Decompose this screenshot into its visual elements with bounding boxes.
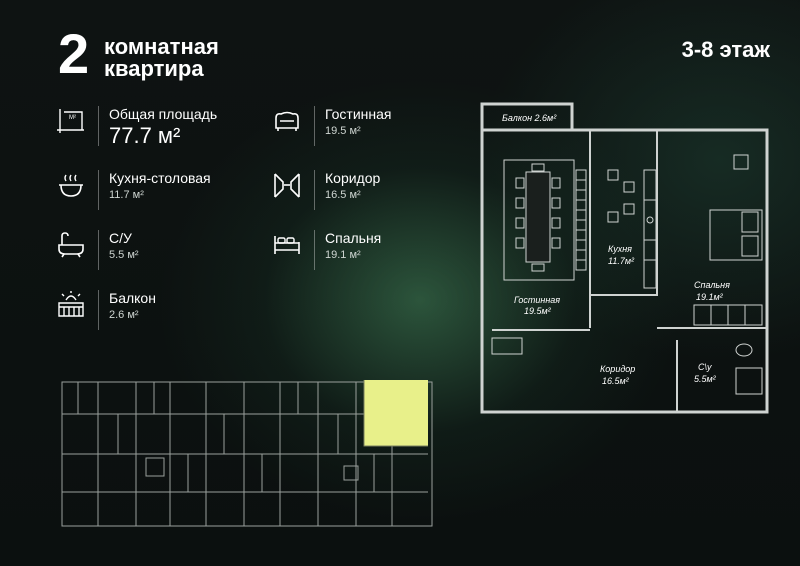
- stat-value: 16.5 м²: [325, 189, 361, 201]
- stat-divider: [314, 106, 315, 146]
- plan-label-balcony: Балкон 2.6м²: [502, 113, 557, 123]
- title-line-1: комнатная: [104, 34, 219, 59]
- stat-divider: [314, 230, 315, 270]
- plan-label-bedroom: Спальня: [694, 280, 730, 290]
- stat-value: 77.7 м²: [109, 123, 181, 148]
- balcony-icon: [58, 291, 84, 317]
- stat-kitchen: Кухня-столовая 11.7 м²: [56, 170, 211, 210]
- stat-value: 19.5 м²: [325, 125, 361, 137]
- plan-area-corridor: 16.5м²: [602, 376, 630, 386]
- stat-label: Коридор: [325, 170, 381, 186]
- apartment-title: комнатная квартира: [104, 36, 219, 80]
- stat-label: Общая площадь: [109, 106, 218, 122]
- room-count: 2: [58, 22, 90, 85]
- stat-label: Кухня-столовая: [109, 170, 211, 186]
- stat-divider: [98, 170, 99, 210]
- stat-bathroom: С/У 5.5 м²: [56, 230, 139, 270]
- stat-divider: [98, 230, 99, 270]
- bathtub-icon: [58, 232, 84, 258]
- plan-label-kitchen: Кухня: [608, 244, 632, 254]
- stat-label: Балкон: [109, 290, 156, 306]
- plan-area-bedroom: 19.1м²: [696, 292, 724, 302]
- stat-living-room: Гостинная 19.5 м²: [272, 106, 392, 146]
- stat-bedroom: Спальня 19.1 м²: [272, 230, 381, 270]
- stat-value: 19.1 м²: [325, 249, 361, 261]
- stat-corridor: Коридор 16.5 м²: [272, 170, 380, 210]
- bed-icon: [274, 236, 300, 254]
- highlighted-apartment: [364, 380, 428, 446]
- stat-divider: [98, 290, 99, 330]
- stat-divider: [98, 106, 99, 146]
- sofa-icon: [275, 111, 299, 131]
- stat-total-area: M² Общая площадь 77.7 м²: [56, 106, 217, 148]
- stat-value: 2.6 м²: [109, 309, 139, 321]
- apartment-plan: Балкон 2.6м² Гостинная 19.5м² Кухня 11.7…: [480, 102, 769, 414]
- stat-label: Гостинная: [325, 106, 392, 122]
- svg-text:M²: M²: [69, 115, 76, 121]
- title-line-2: квартира: [104, 56, 204, 81]
- area-icon: M²: [57, 109, 84, 133]
- corridor-icon: [274, 173, 300, 198]
- floor-range: 3-8 этаж: [681, 37, 770, 62]
- stat-label: С/У: [109, 230, 132, 246]
- plan-label-bathroom: С\у: [698, 362, 712, 372]
- plan-label-corridor: Коридор: [600, 364, 635, 374]
- plan-area-kitchen: 11.7м²: [608, 256, 635, 266]
- stat-balcony: Балкон 2.6 м²: [56, 290, 156, 330]
- floor-plan-overview: [61, 380, 433, 527]
- plan-area-bathroom: 5.5м²: [694, 374, 717, 384]
- plan-area-living: 19.5м²: [524, 306, 552, 316]
- stat-value: 5.5 м²: [109, 249, 139, 261]
- kitchen-icon: [59, 174, 83, 197]
- stat-label: Спальня: [325, 230, 382, 246]
- stat-value: 11.7 м²: [109, 189, 144, 201]
- stat-divider: [314, 170, 315, 210]
- plan-label-living: Гостинная: [514, 295, 560, 305]
